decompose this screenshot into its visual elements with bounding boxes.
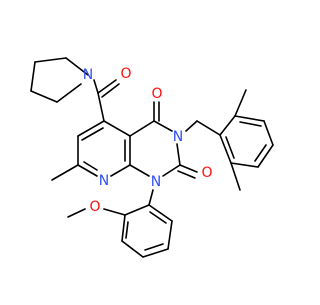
bond [83, 161, 98, 171]
bond [234, 89, 247, 117]
bond [121, 240, 144, 258]
bond [101, 83, 120, 98]
bond [230, 162, 241, 191]
bond [103, 120, 131, 137]
bond [230, 162, 259, 168]
n3-nitrogen-label: N [173, 129, 183, 145]
c2-oxygen-label: O [201, 165, 212, 181]
bond [30, 90, 58, 103]
atom-labels: O N O N O N N O [83, 66, 213, 215]
bond [129, 120, 155, 137]
bond [144, 243, 164, 251]
bond [263, 120, 274, 146]
bond [77, 120, 105, 137]
bond [219, 134, 232, 164]
bond [142, 248, 169, 258]
n1-nitrogen-label: N [151, 174, 161, 190]
bond [167, 220, 173, 250]
bond [125, 221, 129, 239]
bond [129, 164, 150, 177]
bond [110, 164, 131, 177]
methoxy-oxygen-label: O [89, 199, 100, 215]
bond [257, 144, 274, 168]
molecule-canvas: O N O N O N N O [30, 57, 274, 258]
bond [219, 115, 236, 136]
bond [177, 170, 196, 179]
bond [103, 208, 126, 216]
bond [185, 120, 198, 132]
bond [51, 164, 79, 181]
bond [179, 164, 198, 173]
c4-oxygen-label: O [151, 86, 162, 102]
bond [34, 57, 67, 63]
bond [124, 204, 150, 216]
structure-diagram: O N O N O N N O [30, 57, 274, 258]
bond [67, 208, 86, 218]
bond [196, 120, 221, 136]
bond [56, 83, 82, 103]
bond [121, 214, 126, 242]
bond [65, 57, 89, 76]
bond [77, 164, 98, 177]
amide-oxygen-label: O [120, 66, 131, 82]
bond [93, 79, 99, 94]
bond [176, 143, 181, 166]
bond [30, 61, 36, 92]
n8-nitrogen-label: N [99, 173, 109, 189]
bond [162, 164, 181, 177]
bond [254, 144, 267, 162]
bond [149, 211, 167, 224]
bond [97, 79, 117, 94]
pyrrolidine-nitrogen-label: N [83, 67, 93, 83]
bond [148, 204, 173, 222]
bond-lines [30, 57, 274, 258]
bond [81, 127, 104, 141]
bond [148, 189, 154, 206]
bond [225, 136, 235, 159]
bond [153, 120, 173, 132]
bond [239, 121, 262, 127]
bond [234, 115, 265, 122]
bond [97, 92, 105, 122]
